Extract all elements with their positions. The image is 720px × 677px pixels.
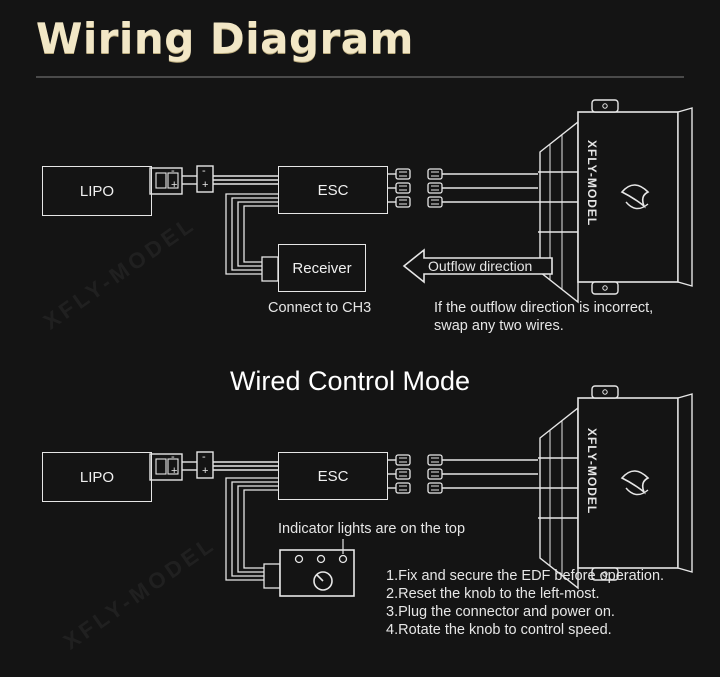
wired-esc-plug xyxy=(196,451,214,479)
title-divider xyxy=(36,76,684,78)
operation-steps: 1.Fix and secure the EDF before operatio… xyxy=(386,567,664,639)
top-receiver-wires xyxy=(225,193,279,282)
top-esc-label: ESC xyxy=(317,181,349,199)
page-title: Wiring Diagram xyxy=(36,14,414,63)
top-lipo-minus: - xyxy=(171,165,175,177)
top-lipo-box: LIPO xyxy=(42,166,152,216)
outflow-arrow xyxy=(402,248,553,284)
indicator-caption: Indicator lights are on the top xyxy=(278,521,466,537)
outflow-label: Outflow direction xyxy=(428,258,533,274)
wired-esc-box: ESC xyxy=(278,452,388,500)
outflow-note-line2: swap any two wires. xyxy=(434,318,564,334)
wired-lipo-esc-wires xyxy=(182,461,278,471)
indicator-light-icon xyxy=(294,554,304,564)
outflow-note-line1: If the outflow direction is incorrect, xyxy=(434,300,654,316)
wired-esc-plug-minus: - xyxy=(202,451,206,463)
step-item: 3.Plug the connector and power on. xyxy=(386,604,615,620)
top-lipo-esc-wires xyxy=(182,175,278,185)
wired-esc-plug-plus: + xyxy=(202,465,209,477)
top-lipo-plug xyxy=(149,167,183,195)
top-lipo-plus: + xyxy=(171,179,178,191)
indicator-light-icon xyxy=(338,554,348,564)
wired-controller-wires xyxy=(225,477,281,589)
wired-controller xyxy=(279,539,355,597)
top-esc-plug xyxy=(196,165,214,193)
wired-lipo-plug xyxy=(149,453,183,481)
wired-lipo-box: LIPO xyxy=(42,452,152,502)
indicator-light-icon xyxy=(316,554,326,564)
svg-text:XFLY-MODEL: XFLY-MODEL xyxy=(585,428,599,514)
top-esc-plug-plus: + xyxy=(202,179,209,191)
top-edf-unit: XFLY-MODEL xyxy=(537,99,693,303)
top-motor-wires xyxy=(388,168,538,208)
wired-lipo-plus: + xyxy=(171,465,178,477)
wired-motor-wires xyxy=(388,454,538,494)
receiver-caption: Connect to CH3 xyxy=(268,300,372,316)
top-receiver-box: Receiver xyxy=(278,244,366,292)
top-esc-box: ESC xyxy=(278,166,388,214)
wired-lipo-minus: - xyxy=(171,451,175,463)
knob-icon xyxy=(313,571,333,591)
wired-section-title: Wired Control Mode xyxy=(229,366,471,396)
step-item: 1.Fix and secure the EDF before operatio… xyxy=(386,568,665,584)
svg-text:XFLY-MODEL: XFLY-MODEL xyxy=(585,140,599,226)
step-item: 2.Reset the knob to the left-most. xyxy=(386,586,600,602)
wired-lipo-label: LIPO xyxy=(79,468,115,486)
step-item: 4.Rotate the knob to control speed. xyxy=(386,622,612,638)
wired-esc-label: ESC xyxy=(317,467,349,485)
top-lipo-label: LIPO xyxy=(79,182,115,200)
top-esc-plug-minus: - xyxy=(202,165,206,177)
wired-edf-unit: XFLY-MODEL xyxy=(537,385,693,589)
top-receiver-label: Receiver xyxy=(292,259,352,277)
